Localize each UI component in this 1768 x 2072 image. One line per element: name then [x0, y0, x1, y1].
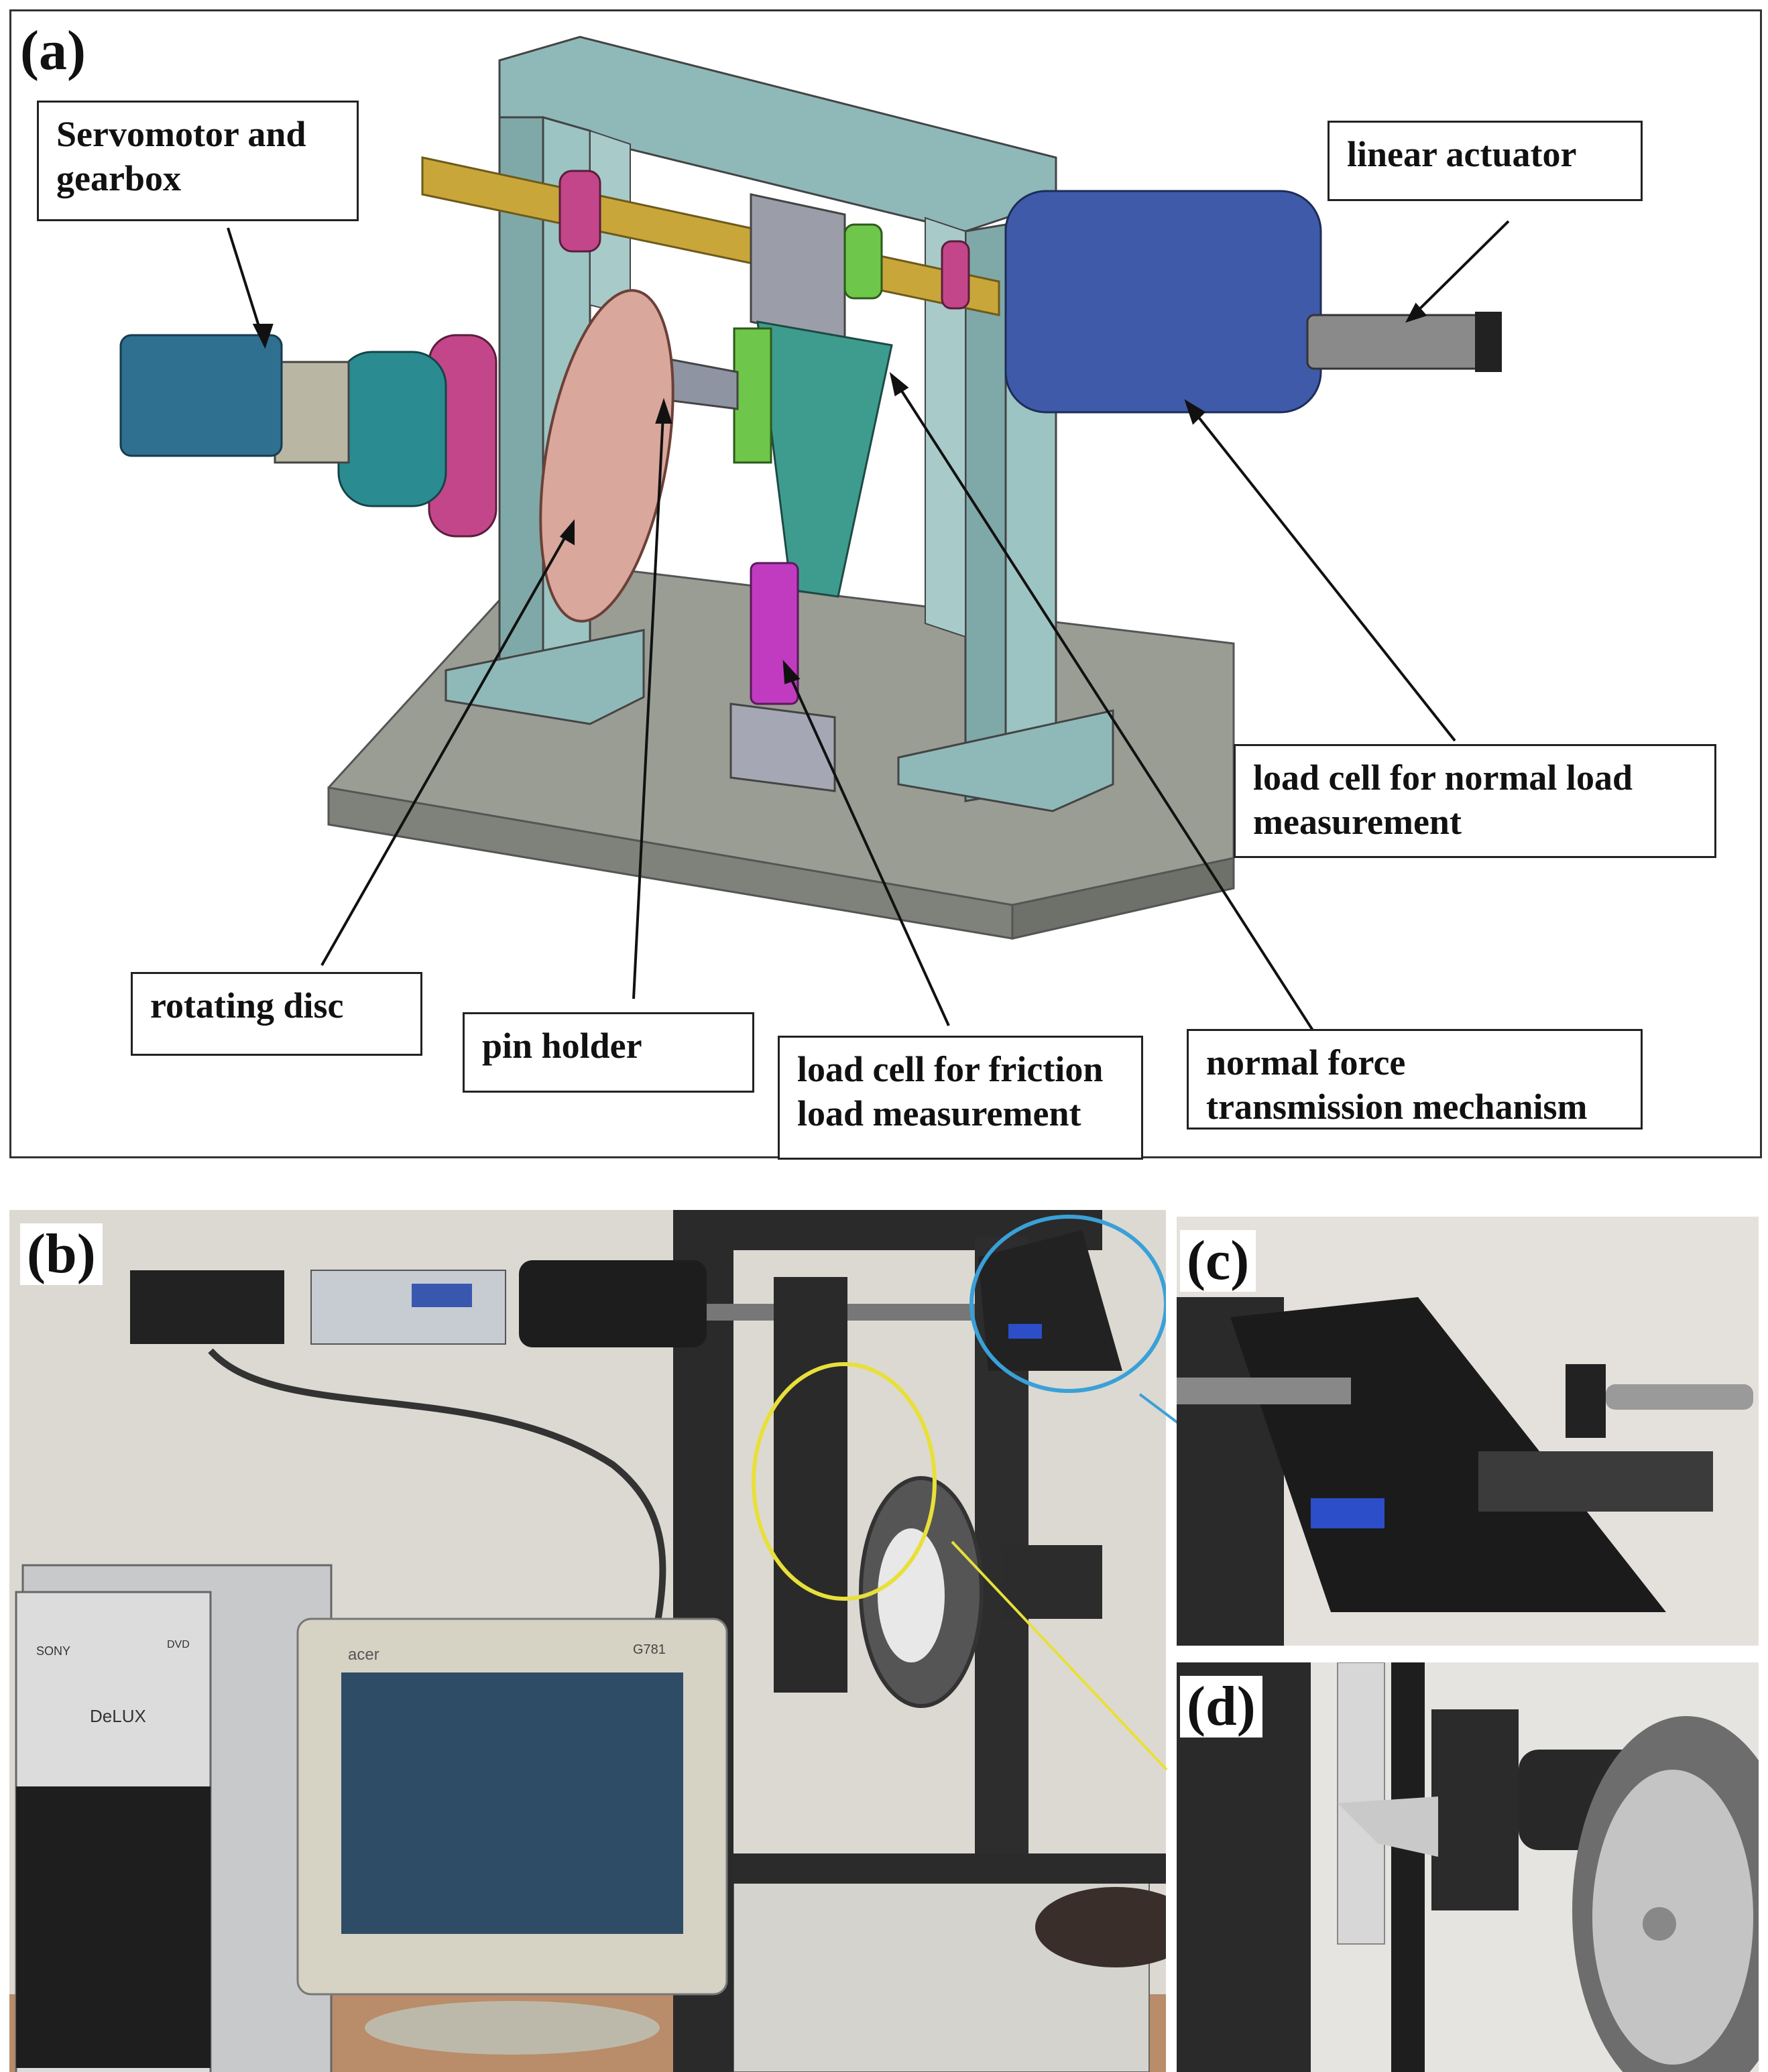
callout-normal-force-mechanism: normal force transmission mechanism — [1187, 1029, 1643, 1130]
panel-label-d: (d) — [1180, 1676, 1262, 1738]
load-cell-bracket — [729, 703, 836, 792]
gearbox — [274, 361, 350, 464]
force-transmission-lever — [756, 320, 893, 598]
green-bushing — [843, 223, 883, 300]
pc-brand-label: SONY — [36, 1644, 71, 1658]
servomotor — [119, 334, 283, 457]
photo-b-illustration — [9, 1210, 1166, 2072]
triangle-bracket-closeup — [1230, 1297, 1666, 1612]
panel-d-photo — [1177, 1662, 1759, 2072]
yellow-highlight-circle — [752, 1362, 937, 1601]
pc-model-label: DeLUX — [90, 1706, 146, 1726]
shaft-collar-right — [941, 240, 970, 310]
frame-left-foot — [445, 629, 645, 725]
teal-coupling — [337, 351, 447, 507]
slider-block — [750, 193, 846, 343]
friction-load-cell — [750, 562, 799, 705]
cad-illustration — [119, 36, 1510, 1034]
panel-c-photo — [1177, 1217, 1759, 1646]
monitor-model-label: G781 — [633, 1642, 666, 1657]
callout-load-cell-friction: load cell for friction load measurement — [778, 1036, 1143, 1160]
panel-b-photo: SONY DVD DeLUX acer G781 — [9, 1210, 1166, 2072]
callout-pin-holder: pin holder — [463, 1012, 754, 1093]
shaft-collar-left — [558, 170, 601, 253]
photo-c-illustration — [1177, 1217, 1759, 1646]
callout-servomotor-gearbox: Servomotor and gearbox — [37, 101, 359, 221]
blue-highlight-circle — [969, 1215, 1166, 1393]
panel-label-c: (c) — [1180, 1230, 1256, 1292]
callout-linear-actuator: linear actuator — [1328, 121, 1643, 201]
monitor-brand-label: acer — [348, 1646, 379, 1664]
callout-rotating-disc: rotating disc — [131, 972, 422, 1056]
panel-label-a: (a) — [13, 20, 93, 82]
actuator-body — [1004, 190, 1322, 414]
photo-d-illustration — [1177, 1662, 1759, 2072]
callout-load-cell-normal: load cell for normal load measurement — [1234, 744, 1716, 858]
actuator-rod — [1306, 314, 1496, 370]
pin-holder-closeup — [1338, 1796, 1438, 1857]
servomotor-photo — [130, 1270, 284, 1344]
panel-label-b: (b) — [20, 1223, 103, 1285]
pc-drive-label: DVD — [167, 1639, 190, 1650]
frame-right-foot — [897, 709, 1114, 812]
linear-actuator-photo — [519, 1260, 707, 1347]
green-plate — [733, 327, 772, 464]
